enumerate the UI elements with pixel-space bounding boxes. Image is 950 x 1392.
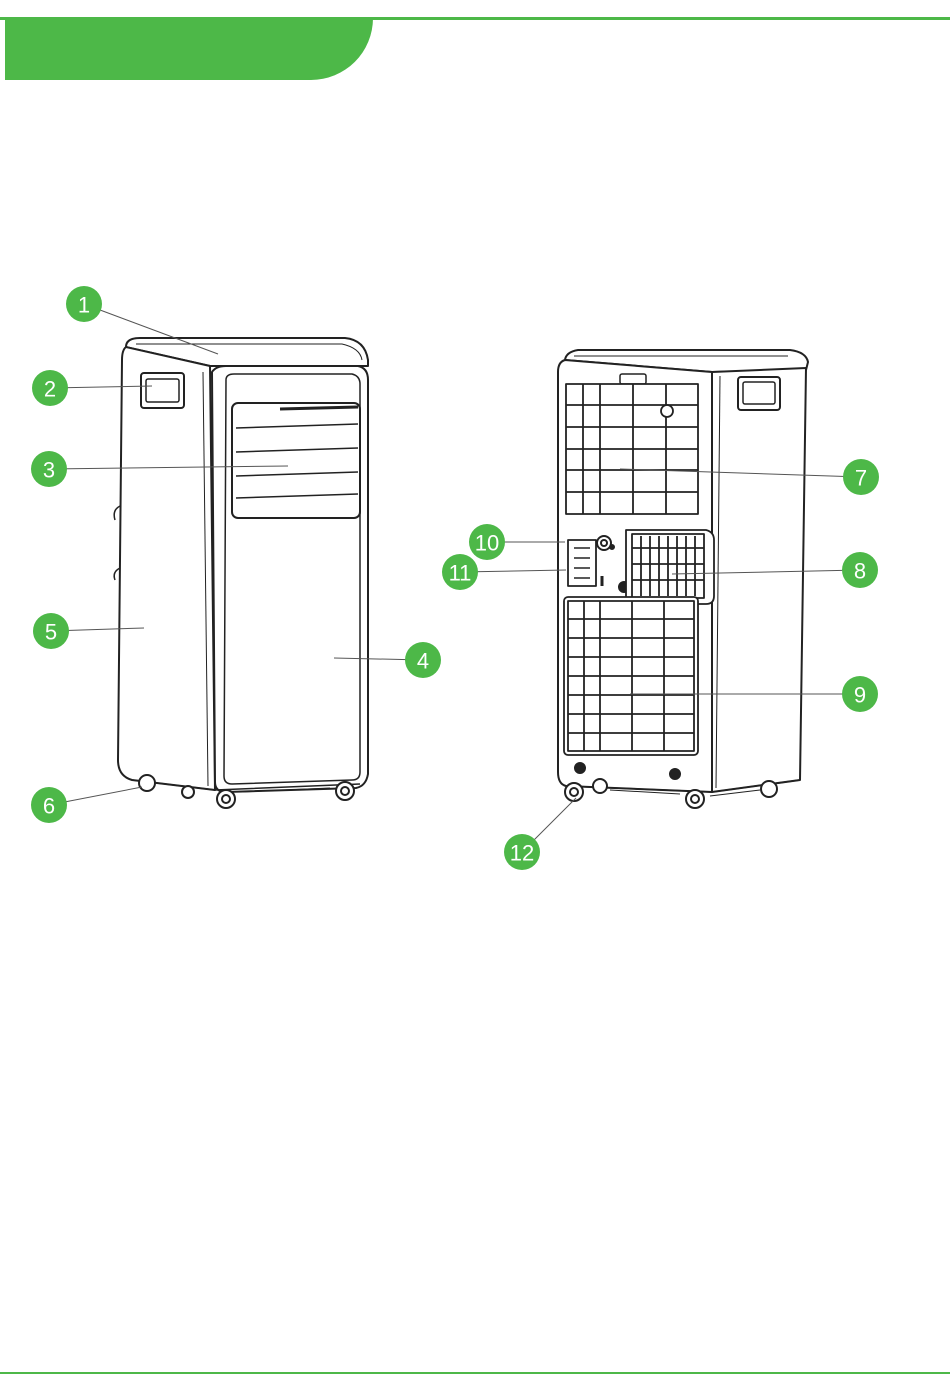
callout-11: 11: [442, 554, 566, 590]
callout-12: 12: [504, 798, 576, 870]
callout-number: 3: [43, 458, 55, 483]
callout-10: 10: [469, 524, 565, 560]
callout-number: 12: [510, 841, 534, 866]
callout-number: 11: [449, 561, 472, 586]
callout-number: 1: [78, 293, 90, 318]
callout-number: 2: [44, 377, 56, 402]
callout-number: 6: [43, 794, 55, 819]
callout-number: 10: [475, 531, 499, 556]
callout-number: 5: [45, 620, 57, 645]
lower-filter-grid: [564, 597, 698, 755]
callout-number: 8: [854, 559, 866, 584]
front-unit: [114, 338, 368, 808]
back-unit: [558, 350, 808, 808]
exhaust-grille: [626, 530, 714, 604]
callout-number: 4: [417, 649, 429, 674]
callout-number: 7: [855, 466, 867, 491]
callout-6: 6: [31, 787, 142, 823]
callout-number: 9: [854, 683, 866, 708]
upper-filter-grid: [566, 384, 698, 514]
